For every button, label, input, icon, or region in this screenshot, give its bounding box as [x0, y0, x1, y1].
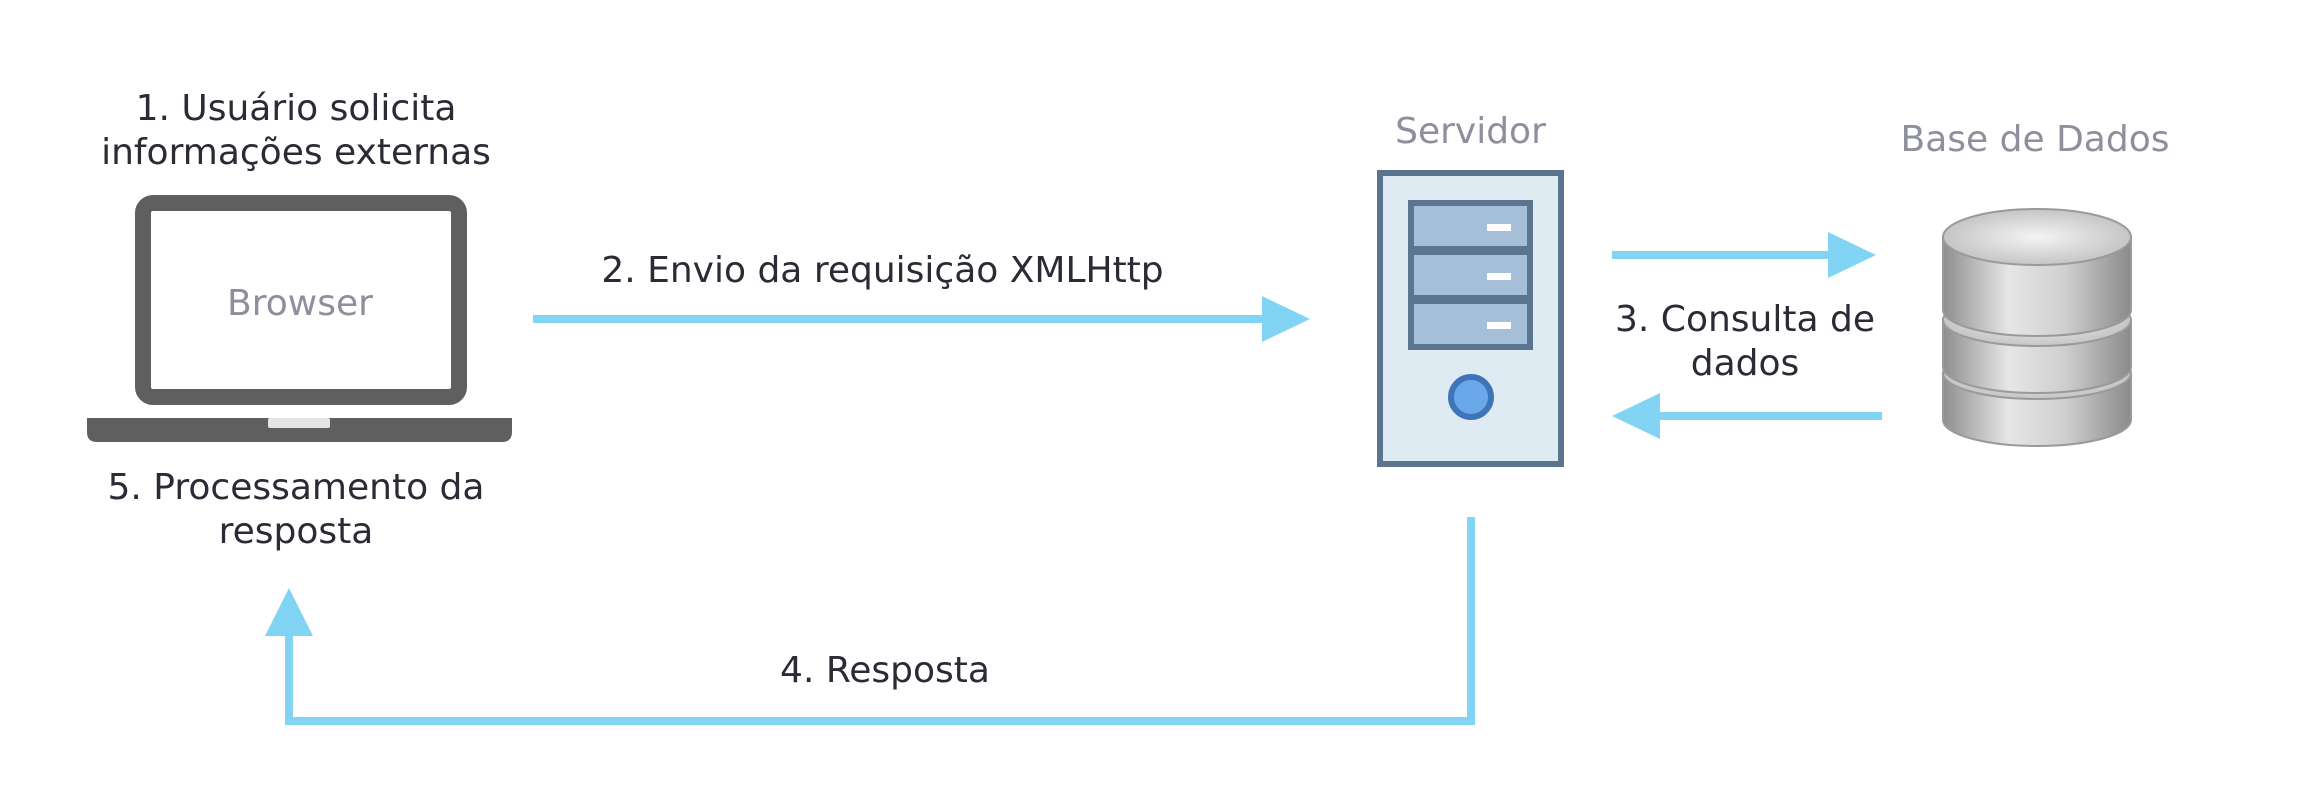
step1-label: 1. Usuário solicita informações externas	[101, 88, 491, 173]
laptop-icon	[87, 195, 512, 442]
laptop-trackpad-notch	[268, 418, 330, 428]
step2-label: 2. Envio da requisição XMLHttp	[601, 250, 1164, 291]
arrow-query	[1612, 232, 1876, 278]
step4-label: 4. Resposta	[780, 650, 990, 691]
database-icon	[1942, 208, 2132, 447]
database-title: Base de Dados	[1900, 119, 2170, 160]
step3-label: 3. Consulta de dados	[1615, 299, 1875, 384]
laptop-screen-frame	[135, 195, 467, 405]
arrow-query-result	[1612, 393, 1882, 439]
laptop-base	[87, 418, 512, 442]
server-bay-2	[1408, 249, 1533, 301]
step5-label: 5. Processamento da resposta	[107, 467, 485, 552]
browser-label: Browser	[227, 283, 373, 324]
server-tower-icon	[1377, 170, 1564, 467]
server-power-button	[1448, 374, 1494, 420]
arrow-request	[533, 296, 1310, 342]
arrow-response	[265, 517, 1475, 725]
server-bay-3	[1408, 298, 1533, 350]
server-title: Servidor	[1395, 111, 1546, 152]
server-bay-1	[1408, 200, 1533, 252]
